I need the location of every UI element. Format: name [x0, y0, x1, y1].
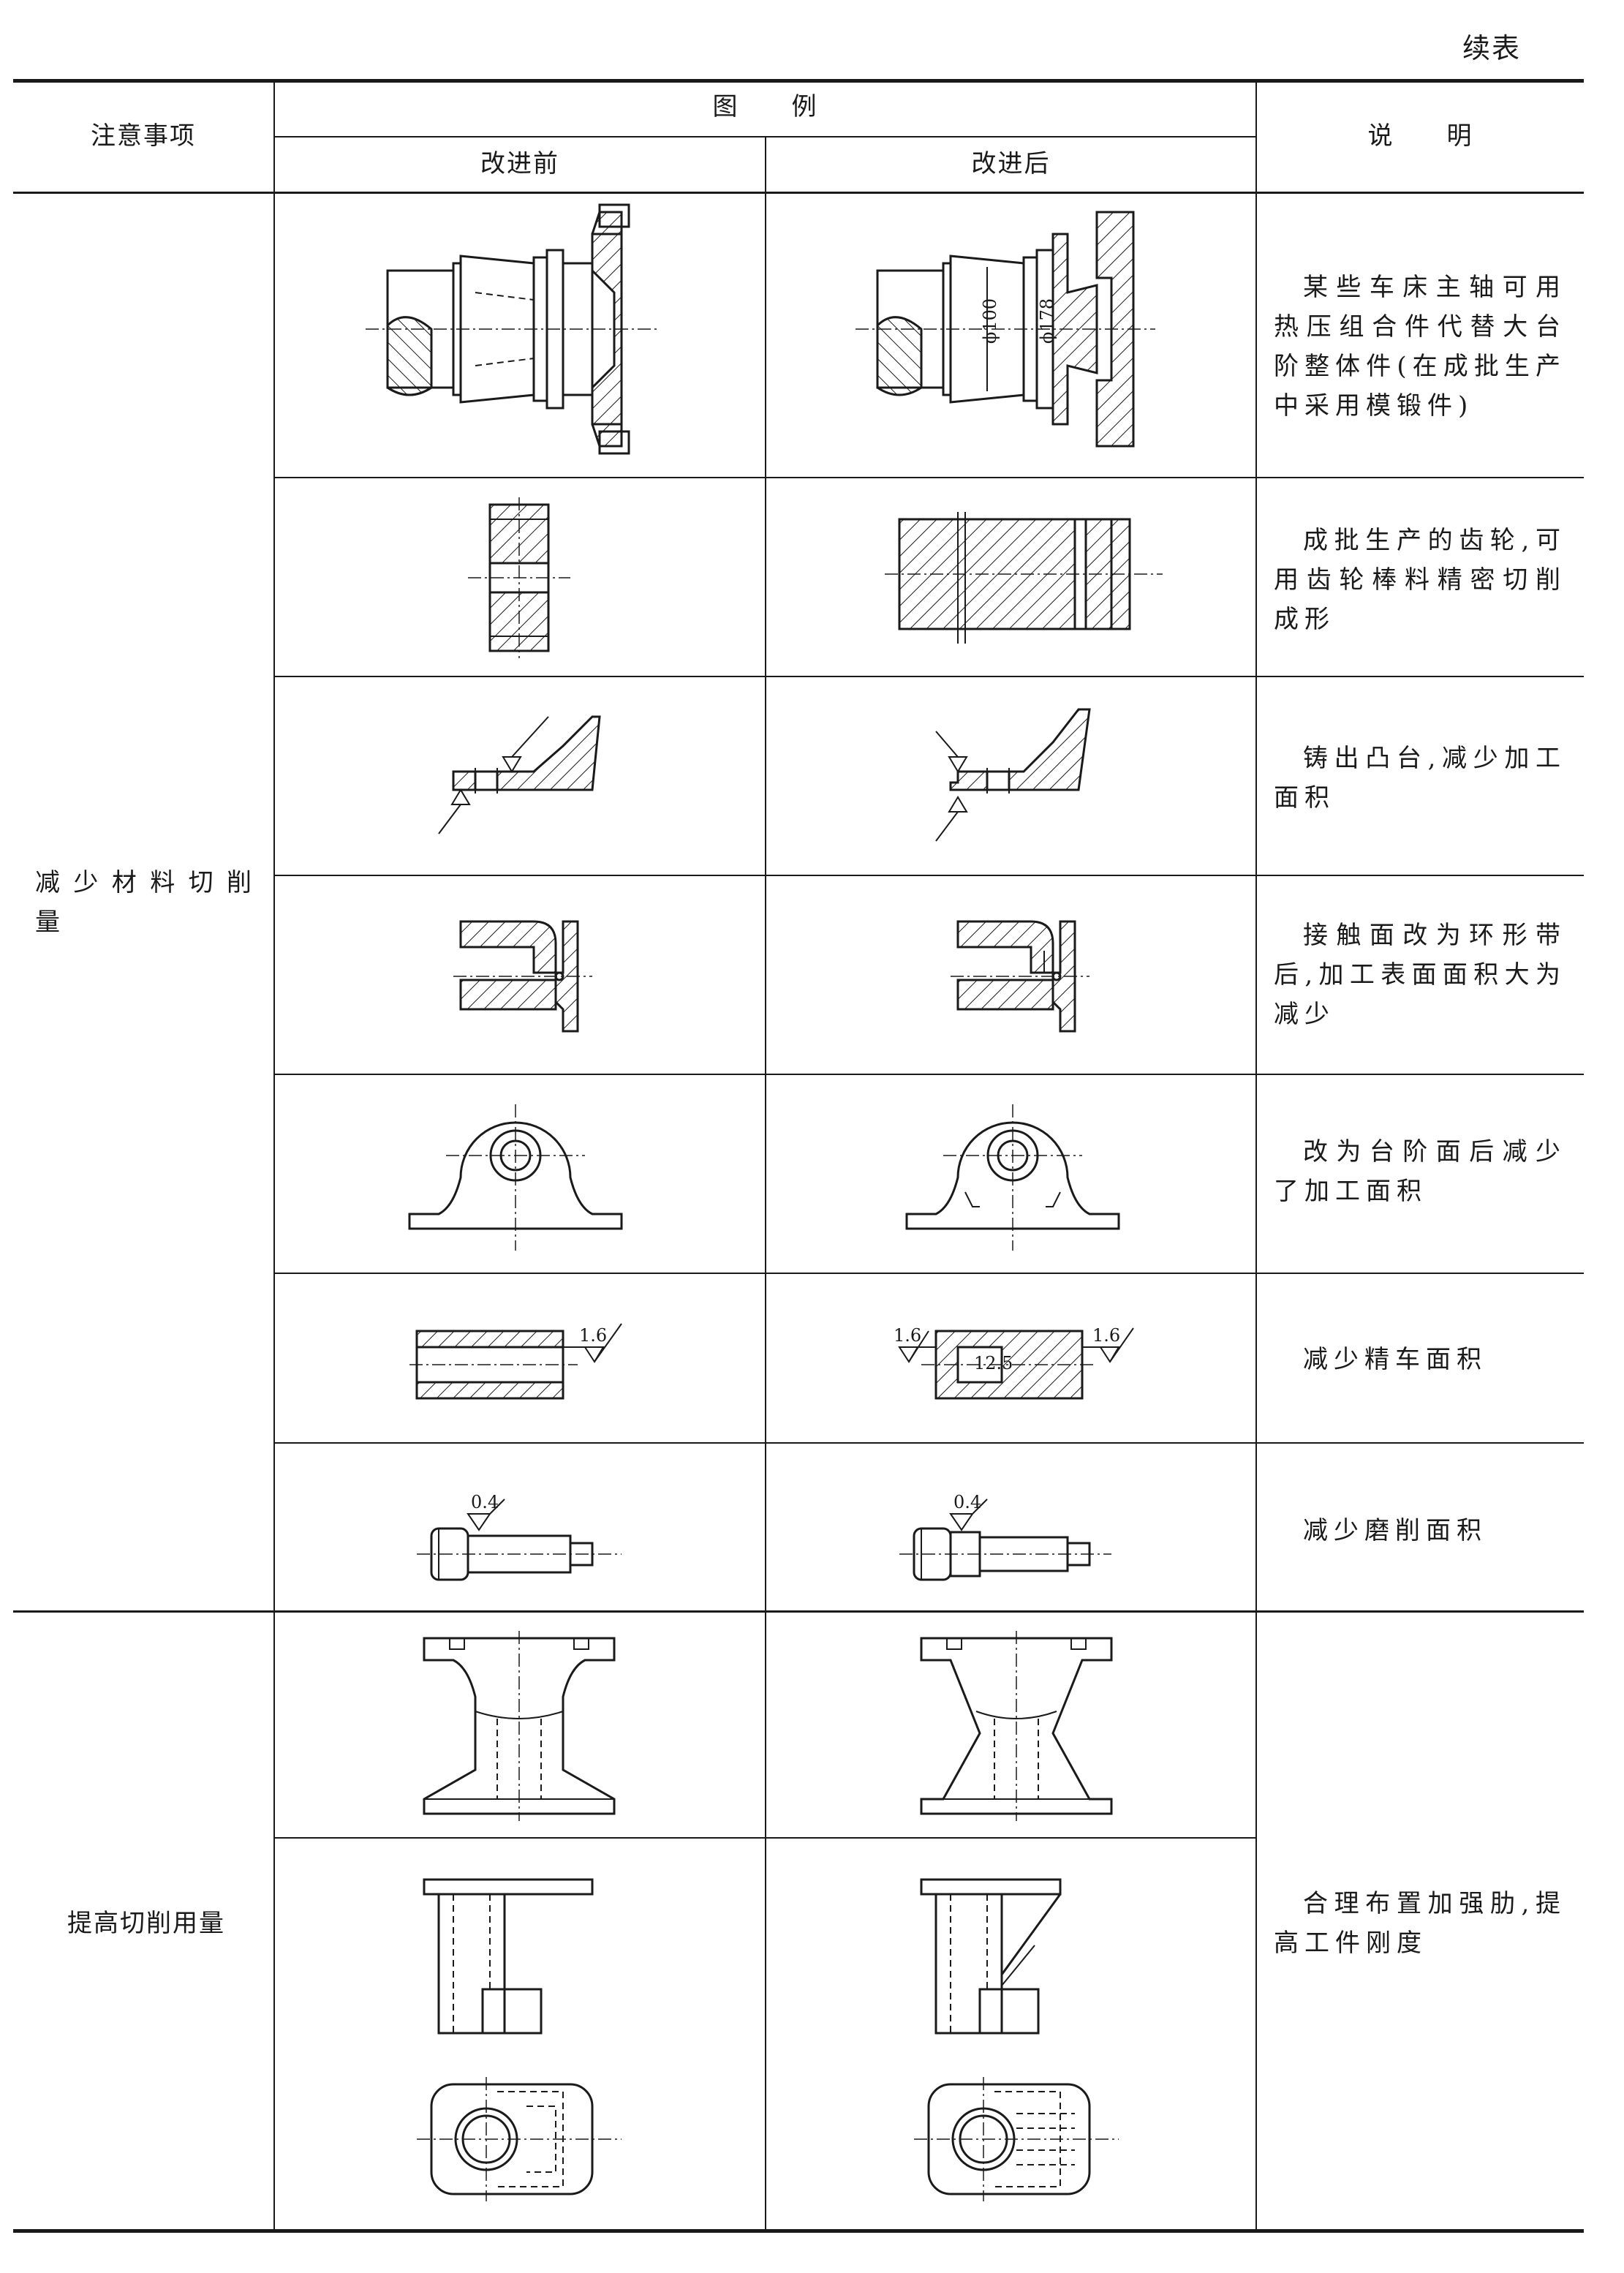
- row-5-description: 改为台阶面后减少了加工面积: [1274, 1137, 1566, 1206]
- bracket-plan-drawing-after: [914, 2070, 1133, 2209]
- header-bottom-rule: [13, 192, 1584, 194]
- row-rule-6: [275, 1442, 1584, 1444]
- row-rule-1: [275, 477, 1584, 478]
- rough-before-row7: 0.4: [471, 1492, 499, 1512]
- rough-before-row6: 1.6: [579, 1325, 607, 1346]
- bushing-drawing-before: 1.6: [409, 1309, 643, 1419]
- header-notes: 注意事项: [91, 121, 196, 151]
- header-desc: 说 明: [1367, 121, 1473, 151]
- row-8-description: 合理布置加强肋,提高工件刚度: [1274, 1889, 1566, 1958]
- spindle-drawing-after: ϕ100 ϕ178: [856, 205, 1163, 468]
- row-rule-5: [275, 1273, 1584, 1274]
- header-after: 改进后: [971, 149, 1051, 178]
- group-label-reduce-cutting: 减少材料切削量: [35, 868, 262, 937]
- bearing-block-drawing-after: [892, 1097, 1133, 1258]
- continued-label: 续表: [1462, 32, 1522, 64]
- rough-after-mid-row6: 12.5: [974, 1353, 1013, 1373]
- shaft-drawing-before: 0.4: [417, 1470, 636, 1602]
- rough-after-right-row6: 1.6: [1092, 1325, 1120, 1346]
- row-rule-2: [275, 676, 1584, 677]
- gear-drawing-after: [885, 505, 1163, 651]
- boss-drawing-before: [438, 702, 614, 856]
- col-divider-2: [765, 136, 766, 2231]
- col-divider-3: [1255, 79, 1257, 2231]
- row-3-description: 铸出凸台,减少加工面积: [1274, 744, 1566, 813]
- header-figure: 图 例: [712, 92, 818, 121]
- row-4-description: 接触面改为环形带后,加工表面面积大为减少: [1274, 921, 1566, 1029]
- spindle-drawing-before: [366, 203, 673, 468]
- rough-after-row7: 0.4: [953, 1492, 981, 1512]
- bracket-drawing-before: [409, 1865, 629, 2048]
- stand-drawing-before: [409, 1624, 629, 1828]
- table-top-rule: [13, 79, 1584, 83]
- gear-drawing-before: [468, 497, 570, 658]
- group-label-raise-cutting: 提高切削用量: [67, 1909, 225, 1938]
- shaft-drawing-after: 0.4: [899, 1470, 1119, 1602]
- bearing-block-drawing-before: [395, 1097, 636, 1258]
- dim-phi100: ϕ100: [980, 298, 1000, 344]
- row-6-description: 减少精车面积: [1303, 1345, 1487, 1374]
- col-divider-1: [273, 79, 275, 2231]
- rough-after-left-row6: 1.6: [894, 1325, 921, 1346]
- dim-phi178: ϕ178: [1037, 298, 1057, 344]
- row-rule-3: [275, 875, 1584, 876]
- row-2-description: 成批生产的齿轮,可用齿轮棒料精密切削成形: [1274, 526, 1566, 634]
- row-7-description: 减少磨削面积: [1303, 1516, 1487, 1545]
- contact-face-drawing-before: [453, 907, 592, 1039]
- bracket-drawing-after: [907, 1865, 1126, 2048]
- boss-drawing-after: [921, 702, 1111, 856]
- stand-drawing-after: [907, 1624, 1126, 1828]
- bushing-drawing-after: 1.6 12.5 1.6: [877, 1309, 1155, 1419]
- header-before: 改进前: [480, 149, 559, 178]
- contact-face-drawing-after: [951, 907, 1089, 1039]
- row-rule-4: [275, 1074, 1584, 1075]
- group-rule: [13, 1610, 1584, 1613]
- bracket-plan-drawing-before: [417, 2070, 636, 2209]
- table-bottom-rule: [13, 2229, 1584, 2233]
- row-1-description: 某些车床主轴可用热压组合件代替大台阶整体件(在成批生产中采用模锻件): [1274, 273, 1566, 421]
